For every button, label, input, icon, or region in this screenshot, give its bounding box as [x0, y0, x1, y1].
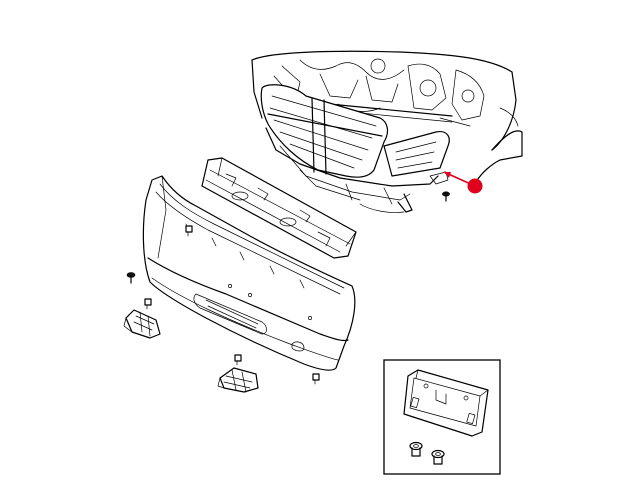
front-fascia [142, 175, 356, 371]
license-plate-fasteners [409, 441, 445, 465]
callout-marker [443, 171, 483, 194]
callout-dot [467, 178, 483, 194]
retainer-clips [144, 225, 320, 385]
fog-lamp-bracket-left [123, 309, 161, 339]
bumper-reinforcement [201, 157, 357, 259]
detail-inset [383, 359, 501, 475]
fog-lamp-bracket-right [217, 367, 259, 393]
vehicle-front-end [251, 50, 523, 213]
license-plate-bracket [403, 369, 489, 437]
screws [126, 191, 450, 284]
